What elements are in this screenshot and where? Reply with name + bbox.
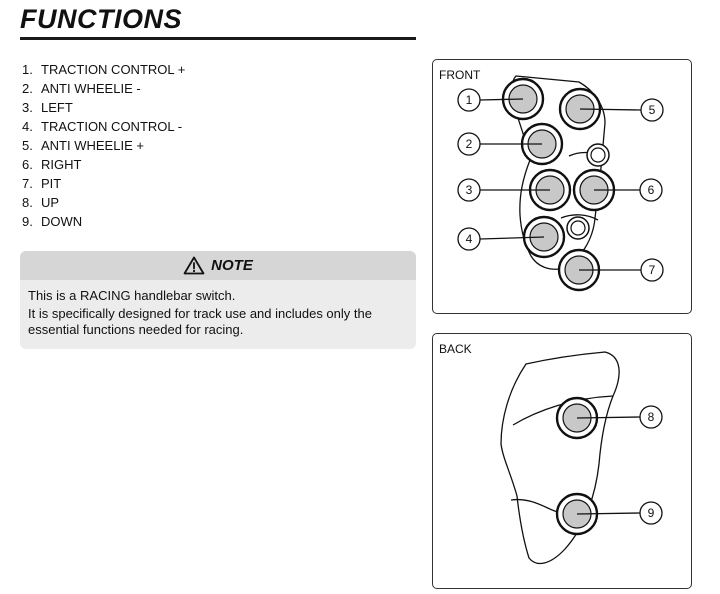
svg-text:5: 5 xyxy=(649,103,656,117)
switch-housing-outline xyxy=(500,351,620,565)
list-item: 8.UP xyxy=(22,195,60,210)
led-indicator-lower xyxy=(566,216,590,240)
svg-text:7: 7 xyxy=(649,263,656,277)
function-label: LEFT xyxy=(41,100,73,115)
leader-line-4 xyxy=(479,236,545,240)
svg-text:8: 8 xyxy=(648,410,655,424)
svg-text:6: 6 xyxy=(648,183,655,197)
function-label: TRACTION CONTROL + xyxy=(41,62,186,77)
svg-text:2: 2 xyxy=(466,137,473,151)
list-item: 2.ANTI WHEELIE - xyxy=(22,81,141,96)
note-body: This is a RACING handlebar switch. It is… xyxy=(20,280,416,338)
list-item: 3.LEFT xyxy=(22,100,73,115)
note-text: This is a RACING handlebar switch. xyxy=(28,288,236,303)
note-header: NOTE xyxy=(20,251,416,280)
svg-text:3: 3 xyxy=(466,183,473,197)
list-item: 6.RIGHT xyxy=(22,157,82,172)
function-label: UP xyxy=(41,195,60,210)
callout-5: 5 xyxy=(640,98,664,122)
functions-list: 1.TRACTION CONTROL + 2.ANTI WHEELIE - 3.… xyxy=(22,60,185,231)
list-item: 7.PIT xyxy=(22,176,62,191)
front-switch-diagram: 1 2 3 4 5 6 7 xyxy=(457,75,664,292)
callout-8: 8 xyxy=(639,405,663,429)
leader-line-8 xyxy=(576,416,641,419)
function-label: ANTI WHEELIE - xyxy=(41,81,141,96)
callout-9: 9 xyxy=(639,501,663,525)
callout-4: 4 xyxy=(457,227,481,251)
switch-housing-groove xyxy=(510,498,559,513)
svg-text:9: 9 xyxy=(648,506,655,520)
list-item: 1.TRACTION CONTROL + xyxy=(22,62,186,77)
callout-1: 1 xyxy=(457,88,481,112)
note-text: It is specifically designed for track us… xyxy=(28,306,372,337)
callout-2: 2 xyxy=(457,132,481,156)
svg-text:4: 4 xyxy=(466,232,473,246)
leader-line-9 xyxy=(576,512,641,515)
back-view-panel: BACK 8 9 xyxy=(432,333,692,589)
back-switch-diagram: 8 9 xyxy=(500,351,663,565)
led-indicator-upper xyxy=(586,143,610,167)
list-item: 9.DOWN xyxy=(22,214,83,229)
svg-text:1: 1 xyxy=(466,93,473,107)
list-item: 4.TRACTION CONTROL - xyxy=(22,119,183,134)
title-underline xyxy=(20,37,416,40)
callout-3: 3 xyxy=(457,178,481,202)
callout-7: 7 xyxy=(640,258,664,282)
note-title: NOTE xyxy=(211,257,253,274)
function-label: TRACTION CONTROL - xyxy=(41,119,183,134)
function-label: DOWN xyxy=(41,214,83,229)
note-box: NOTE This is a RACING handlebar switch. … xyxy=(20,251,416,349)
callout-6: 6 xyxy=(639,178,663,202)
front-view-label: FRONT xyxy=(439,68,481,82)
list-item: 5.ANTI WHEELIE + xyxy=(22,138,144,153)
leader-line-5 xyxy=(579,108,642,111)
page-title: FUNCTIONS xyxy=(20,4,182,34)
switch-housing-groove xyxy=(560,214,599,221)
function-label: PIT xyxy=(41,176,62,191)
leader-line-1 xyxy=(479,98,524,101)
function-label: ANTI WHEELIE + xyxy=(41,138,144,153)
back-view-label: BACK xyxy=(439,342,472,356)
front-view-panel: FRONT xyxy=(432,59,692,314)
function-label: RIGHT xyxy=(41,157,82,172)
switch-housing-groove xyxy=(512,395,614,426)
warning-triangle-icon xyxy=(183,256,205,275)
